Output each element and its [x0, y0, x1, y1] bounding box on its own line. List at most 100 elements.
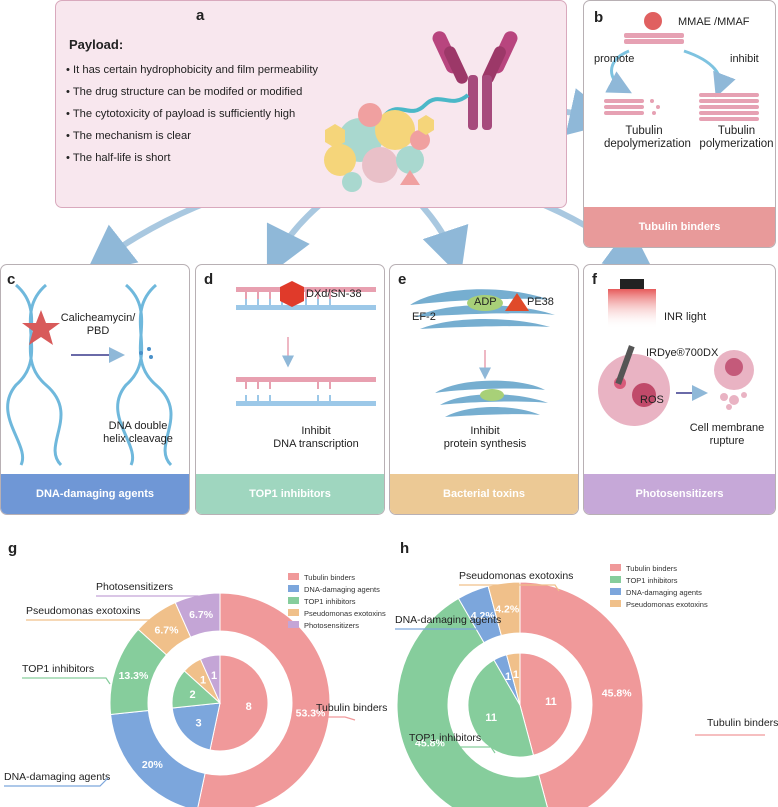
inner-slice [505, 652, 521, 706]
legend-label: Pseudomonas exotoxins [626, 600, 708, 609]
chart-h-label: h [400, 540, 410, 557]
drug-label: Calicheamycin/PBD [60, 312, 136, 337]
inner-value-label: 3 [196, 717, 202, 729]
bullet-item: • The mechanism is clear [66, 130, 191, 142]
legend-swatch [288, 573, 299, 580]
triangle-pe38-icon [505, 293, 529, 311]
adp-icon [467, 295, 503, 311]
legend-swatch [288, 585, 299, 592]
hexagon-drug-icon [280, 281, 304, 307]
legend-swatch [288, 597, 299, 604]
inner-value-label: 11 [545, 696, 557, 708]
callout-label: TOP1 inhibitors [22, 663, 94, 675]
footer-tubulin-binders: Tubulin binders [584, 207, 775, 247]
callout-label: Photosensitizers [96, 581, 173, 593]
payload-title: Payload: [69, 37, 124, 52]
callout-label: DNA-damaging agents [395, 614, 501, 626]
legend-label: Tubulin binders [626, 564, 677, 573]
inner-slice [467, 659, 535, 758]
inhibit-label: inhibit [730, 53, 759, 65]
legend-swatch [288, 621, 299, 628]
legend-swatch [610, 588, 621, 595]
inner-value-label: 1 [211, 670, 217, 682]
drug-label: MMAE /MMAF [678, 16, 750, 28]
outer-value-label: 4.2% [495, 603, 520, 615]
inner-slice [209, 654, 269, 752]
callout-label: Tubulin binders [707, 717, 778, 729]
footer-dna-damaging-agents: DNA-damaging agents [1, 474, 189, 514]
legend-label: TOP1 inhibitors [304, 597, 356, 606]
legend-label: TOP1 inhibitors [626, 576, 678, 585]
callout-line [409, 746, 496, 754]
payload-cluster [324, 103, 434, 192]
outer-slice [487, 581, 521, 637]
legend-label: Tubulin binders [304, 573, 355, 582]
dna-strand-illustration [236, 281, 376, 406]
callout-label: Pseudomonas exotoxins [26, 605, 140, 617]
panel-label: c [7, 271, 16, 288]
inner-value-label: 8 [246, 701, 252, 713]
mmae-icon [644, 12, 662, 30]
photo-illustration [598, 279, 754, 426]
panel-label: d [204, 271, 214, 288]
legend-swatch [610, 600, 621, 607]
outer-value-label: 4.2% [471, 610, 496, 622]
outer-slice [519, 581, 644, 807]
panel-label: b [594, 9, 604, 26]
ros-label: ROS [640, 394, 664, 406]
antibody-icon [432, 31, 518, 130]
ef2-label: EF-2 [412, 311, 436, 323]
outer-value-label: 6.7% [155, 624, 180, 636]
promote-label: promote [594, 53, 635, 65]
inner-value-label: 1 [200, 675, 206, 687]
footer-bacterial-toxins: Bacterial toxins [390, 474, 578, 514]
outer-slice [396, 597, 548, 807]
outer-slice [197, 592, 331, 807]
callout-label: TOP1 inhibitors [409, 732, 481, 744]
callout-line [316, 716, 356, 721]
tubulin-illustration [604, 12, 759, 121]
outer-value-label: 6.7% [189, 609, 214, 621]
callout-line [96, 595, 209, 605]
callout-label: DNA-damaging agents [4, 771, 110, 783]
bullet-item: • The half-life is short [66, 152, 171, 164]
inner-slice [199, 654, 221, 704]
adp-label: ADP [474, 296, 497, 308]
star-icon [22, 310, 60, 345]
outer-value-label: 45.8% [415, 737, 445, 749]
panel-a: a Payload: • It has certain hydrophobici… [55, 0, 567, 208]
outer-slice [174, 592, 221, 638]
lamp-icon [620, 279, 644, 289]
adc-illustration [324, 31, 518, 192]
inner-value-label: 1 [505, 671, 511, 683]
bullet-item: • It has certain hydrophobicity and film… [66, 64, 319, 76]
panel-label: f [592, 271, 597, 288]
dye-label: IRDye®700DX [646, 347, 719, 359]
footer-photosensitizers: Photosensitizers [584, 474, 775, 514]
payload-bullets: • It has certain hydrophobicity and film… [66, 59, 318, 169]
callout-label: Pseudomonas exotoxins [459, 570, 573, 582]
inner-slice [519, 652, 573, 756]
callout-line [22, 677, 111, 685]
legend-label: Photosensitizers [304, 621, 359, 630]
donut-chart-g: 853.3%320%213.3%16.7%16.7%Tubulin binder… [4, 573, 387, 807]
ribosome-illustration [410, 289, 555, 417]
legend-swatch [610, 564, 621, 571]
legend-swatch [610, 576, 621, 583]
footer-top1-inhibitors: TOP1 inhibitors [196, 474, 384, 514]
callout-line [4, 777, 109, 787]
legend-label: DNA-damaging agents [304, 585, 380, 594]
callout-line [395, 628, 500, 636]
dna-illustration [6, 283, 173, 467]
outer-value-label: 45.8% [602, 687, 632, 699]
outer-value-label: 13.3% [119, 670, 149, 682]
panel-label: a [196, 7, 205, 24]
legend-label: DNA-damaging agents [626, 588, 702, 597]
